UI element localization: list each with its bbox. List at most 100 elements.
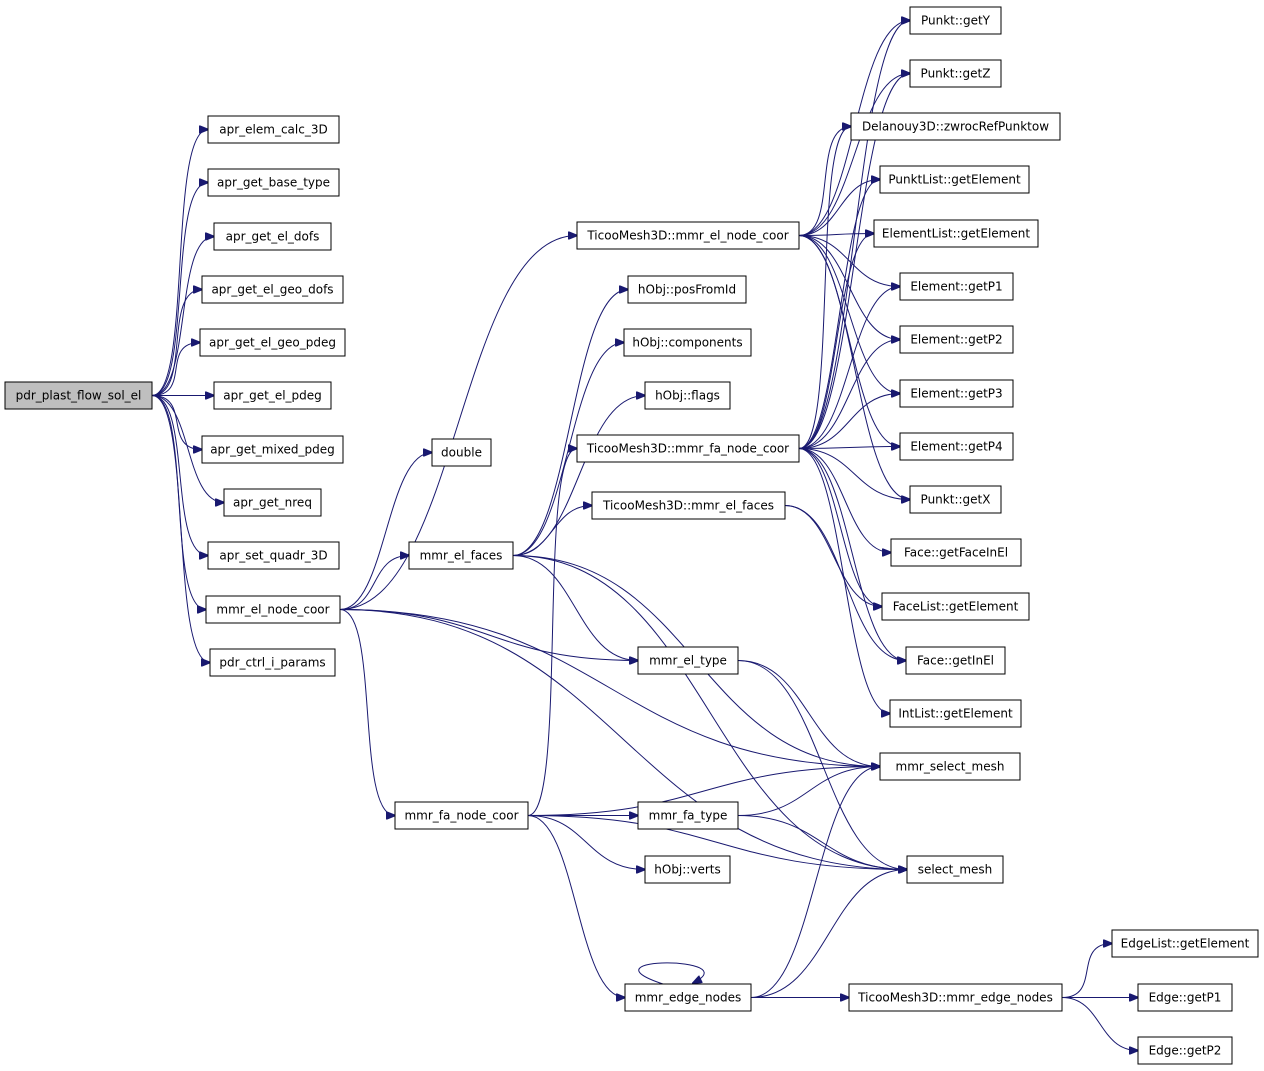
node-hObj_posFromId[interactable]: hObj::posFromId [627, 275, 747, 304]
edge-mmr_fa_node_coor-to-hObj_verts [527, 815, 645, 870]
node-pdr_plast_flow_sol_el[interactable]: pdr_plast_flow_sol_el [4, 381, 153, 410]
node-label: FaceList::getElement [893, 600, 1019, 614]
edge-TM_mmr_edge_nodes-to-Edge_getP2 [1061, 997, 1138, 1051]
node-hObj_flags[interactable]: hObj::flags [644, 381, 731, 410]
edge-TM_mmr_fa_node_coor-to-Delanouy3D_zwrocRefPunktow [798, 127, 851, 449]
node-mmr_el_faces[interactable]: mmr_el_faces [408, 541, 514, 570]
node-label: Edge::getP1 [1149, 991, 1222, 1005]
node-label: mmr_el_node_coor [216, 603, 329, 617]
node-label: Delanouy3D::zwrocRefPunktow [862, 120, 1049, 134]
node-box [591, 491, 786, 520]
node-Element_getP3[interactable]: Element::getP3 [899, 379, 1014, 408]
node-box [873, 219, 1039, 248]
edge-TM_mmr_el_faces-to-Face_getInEl [784, 505, 906, 661]
edge-TM_mmr_el_node_coor-to-Delanouy3D_zwrocRefPunktow [798, 127, 851, 236]
node-apr_get_mixed_pdeg[interactable]: apr_get_mixed_pdeg [201, 435, 344, 464]
node-apr_get_nreq[interactable]: apr_get_nreq [223, 488, 322, 517]
edge-TM_mmr_fa_node_coor-to-ElementList_getElement [798, 234, 874, 449]
node-TM_mmr_el_faces[interactable]: TicooMesh3D::mmr_el_faces [591, 491, 786, 520]
node-mmr_fa_node_coor[interactable]: mmr_fa_node_coor [394, 801, 529, 830]
node-label: mmr_fa_node_coor [404, 809, 518, 823]
node-box [905, 646, 1006, 675]
node-Delanouy3D_zwrocRefPunktow[interactable]: Delanouy3D::zwrocRefPunktow [850, 112, 1061, 141]
node-TM_mmr_fa_node_coor[interactable]: TicooMesh3D::mmr_fa_node_coor [576, 434, 800, 463]
node-box [889, 699, 1022, 728]
node-FaceList_getElement[interactable]: FaceList::getElement [881, 592, 1030, 621]
node-box [881, 592, 1030, 621]
edge-TM_mmr_fa_node_coor-to-Face_getInEl [798, 448, 906, 661]
node-TM_mmr_el_node_coor[interactable]: TicooMesh3D::mmr_el_node_coor [576, 221, 800, 250]
node-Element_getP4[interactable]: Element::getP4 [899, 432, 1014, 461]
edge-mmr_el_node_coor-to-mmr_select_mesh [339, 609, 880, 767]
edge-TM_mmr_fa_node_coor-to-Punkt_getX [798, 448, 910, 500]
node-apr_get_el_geo_pdeg[interactable]: apr_get_el_geo_pdeg [199, 328, 346, 357]
edge-TM_mmr_fa_node_coor-to-Element_getP1 [798, 287, 900, 449]
edge-pdr_plast_flow_sol_el-to-apr_get_base_type [151, 183, 208, 396]
node-PunktList_getElement[interactable]: PunktList::getElement [879, 165, 1030, 194]
node-double[interactable]: double [431, 438, 492, 467]
node-Face_getInEl[interactable]: Face::getInEl [905, 646, 1006, 675]
node-apr_get_el_geo_dofs[interactable]: apr_get_el_geo_dofs [201, 275, 344, 304]
edge-TM_mmr_fa_node_coor-to-Face_getFaceInEl [798, 448, 891, 553]
node-label: apr_get_el_dofs [226, 230, 320, 244]
node-box [199, 328, 346, 357]
node-TM_mmr_edge_nodes[interactable]: TicooMesh3D::mmr_edge_nodes [848, 983, 1063, 1012]
edge-mmr_edge_nodes-to-mmr_select_mesh [750, 767, 880, 998]
edge-pdr_plast_flow_sol_el-to-apr_set_quadr_3D [151, 395, 208, 556]
node-Punkt_getX[interactable]: Punkt::getX [909, 485, 1002, 514]
node-label: apr_get_nreq [233, 496, 312, 510]
node-mmr_edge_nodes[interactable]: mmr_edge_nodes [624, 983, 752, 1012]
node-apr_get_el_dofs[interactable]: apr_get_el_dofs [213, 222, 332, 251]
node-mmr_fa_type[interactable]: mmr_fa_type [637, 801, 739, 830]
node-pdr_ctrl_i_params[interactable]: pdr_ctrl_i_params [209, 648, 336, 677]
edge-TM_mmr_el_node_coor-to-PunktList_getElement [798, 180, 880, 236]
node-mmr_el_type[interactable]: mmr_el_type [637, 646, 739, 675]
edge-mmr_el_node_coor-to-TM_mmr_el_node_coor [339, 236, 577, 610]
node-Edge_getP1[interactable]: Edge::getP1 [1137, 983, 1233, 1012]
node-Edge_getP2[interactable]: Edge::getP2 [1137, 1036, 1233, 1065]
node-EdgeList_getElement[interactable]: EdgeList::getElement [1111, 929, 1259, 958]
node-ElementList_getElement[interactable]: ElementList::getElement [873, 219, 1039, 248]
node-box [201, 435, 344, 464]
edge-mmr_fa_type-to-mmr_select_mesh [737, 767, 880, 816]
node-box [644, 855, 731, 884]
edge-mmr_el_type-to-mmr_select_mesh [737, 660, 880, 767]
node-mmr_select_mesh[interactable]: mmr_select_mesh [879, 752, 1021, 781]
node-mmr_el_node_coor[interactable]: mmr_el_node_coor [205, 595, 341, 624]
node-hObj_components[interactable]: hObj::components [623, 328, 752, 357]
edge-mmr_el_node_coor-to-mmr_fa_node_coor [339, 609, 395, 816]
node-box [848, 983, 1063, 1012]
node-hObj_verts[interactable]: hObj::verts [644, 855, 731, 884]
node-apr_set_quadr_3D[interactable]: apr_set_quadr_3D [207, 541, 340, 570]
node-select_mesh[interactable]: select_mesh [906, 855, 1004, 884]
node-box [4, 381, 153, 410]
node-IntList_getElement[interactable]: IntList::getElement [889, 699, 1022, 728]
node-box [576, 221, 800, 250]
node-label: mmr_edge_nodes [635, 991, 742, 1005]
edge-pdr_plast_flow_sol_el-to-pdr_ctrl_i_params [151, 395, 210, 663]
node-Element_getP1[interactable]: Element::getP1 [899, 272, 1014, 301]
node-box [207, 168, 340, 197]
edge-TM_mmr_fa_node_coor-to-Punkt_getZ [798, 74, 910, 449]
node-apr_get_base_type[interactable]: apr_get_base_type [207, 168, 340, 197]
node-label: Element::getP3 [910, 387, 1002, 401]
node-label: mmr_el_type [649, 654, 727, 668]
node-apr_elem_calc_3D[interactable]: apr_elem_calc_3D [207, 115, 340, 144]
node-Punkt_getZ[interactable]: Punkt::getZ [909, 59, 1002, 88]
node-apr_get_el_pdeg[interactable]: apr_get_el_pdeg [213, 381, 332, 410]
node-box [627, 275, 747, 304]
node-label: apr_set_quadr_3D [219, 549, 327, 563]
node-label: double [441, 446, 482, 460]
node-Element_getP2[interactable]: Element::getP2 [899, 325, 1014, 354]
node-Punkt_getY[interactable]: Punkt::getY [909, 6, 1002, 35]
edge-mmr_el_node_coor-to-double [339, 453, 432, 610]
node-box [899, 379, 1014, 408]
node-box [1137, 983, 1233, 1012]
node-label: EdgeList::getElement [1121, 937, 1250, 951]
edge-mmr_el_node_coor-to-select_mesh [339, 609, 907, 870]
node-label: Element::getP2 [910, 333, 1002, 347]
node-box [623, 328, 752, 357]
node-label: apr_get_el_pdeg [223, 389, 322, 403]
node-Face_getFaceInEl[interactable]: Face::getFaceInEl [890, 538, 1022, 567]
